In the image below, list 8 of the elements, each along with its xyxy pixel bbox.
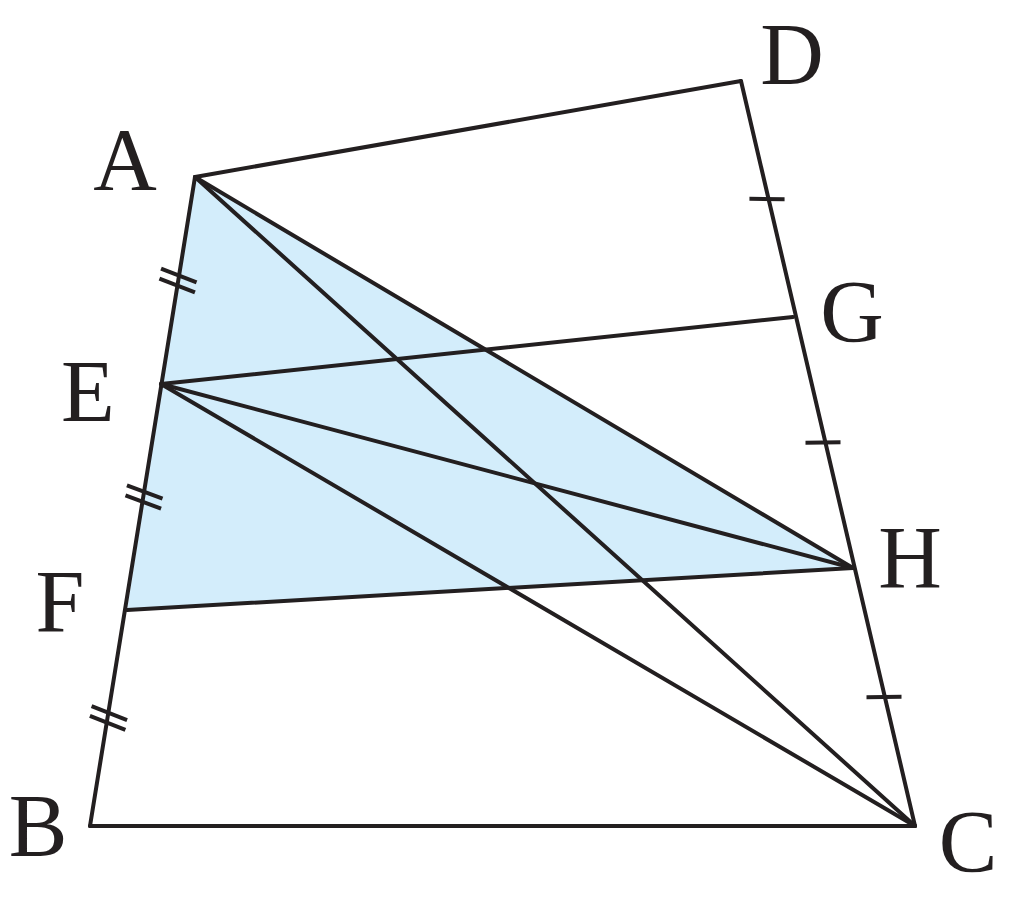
point-label: H <box>878 514 942 602</box>
point-label: F <box>35 558 85 646</box>
point-label: D <box>760 11 824 99</box>
point-label: C <box>938 798 998 886</box>
point-label: A <box>93 116 157 204</box>
point-label: B <box>8 782 68 870</box>
point-label: E <box>61 348 115 436</box>
point-label: G <box>820 268 884 356</box>
